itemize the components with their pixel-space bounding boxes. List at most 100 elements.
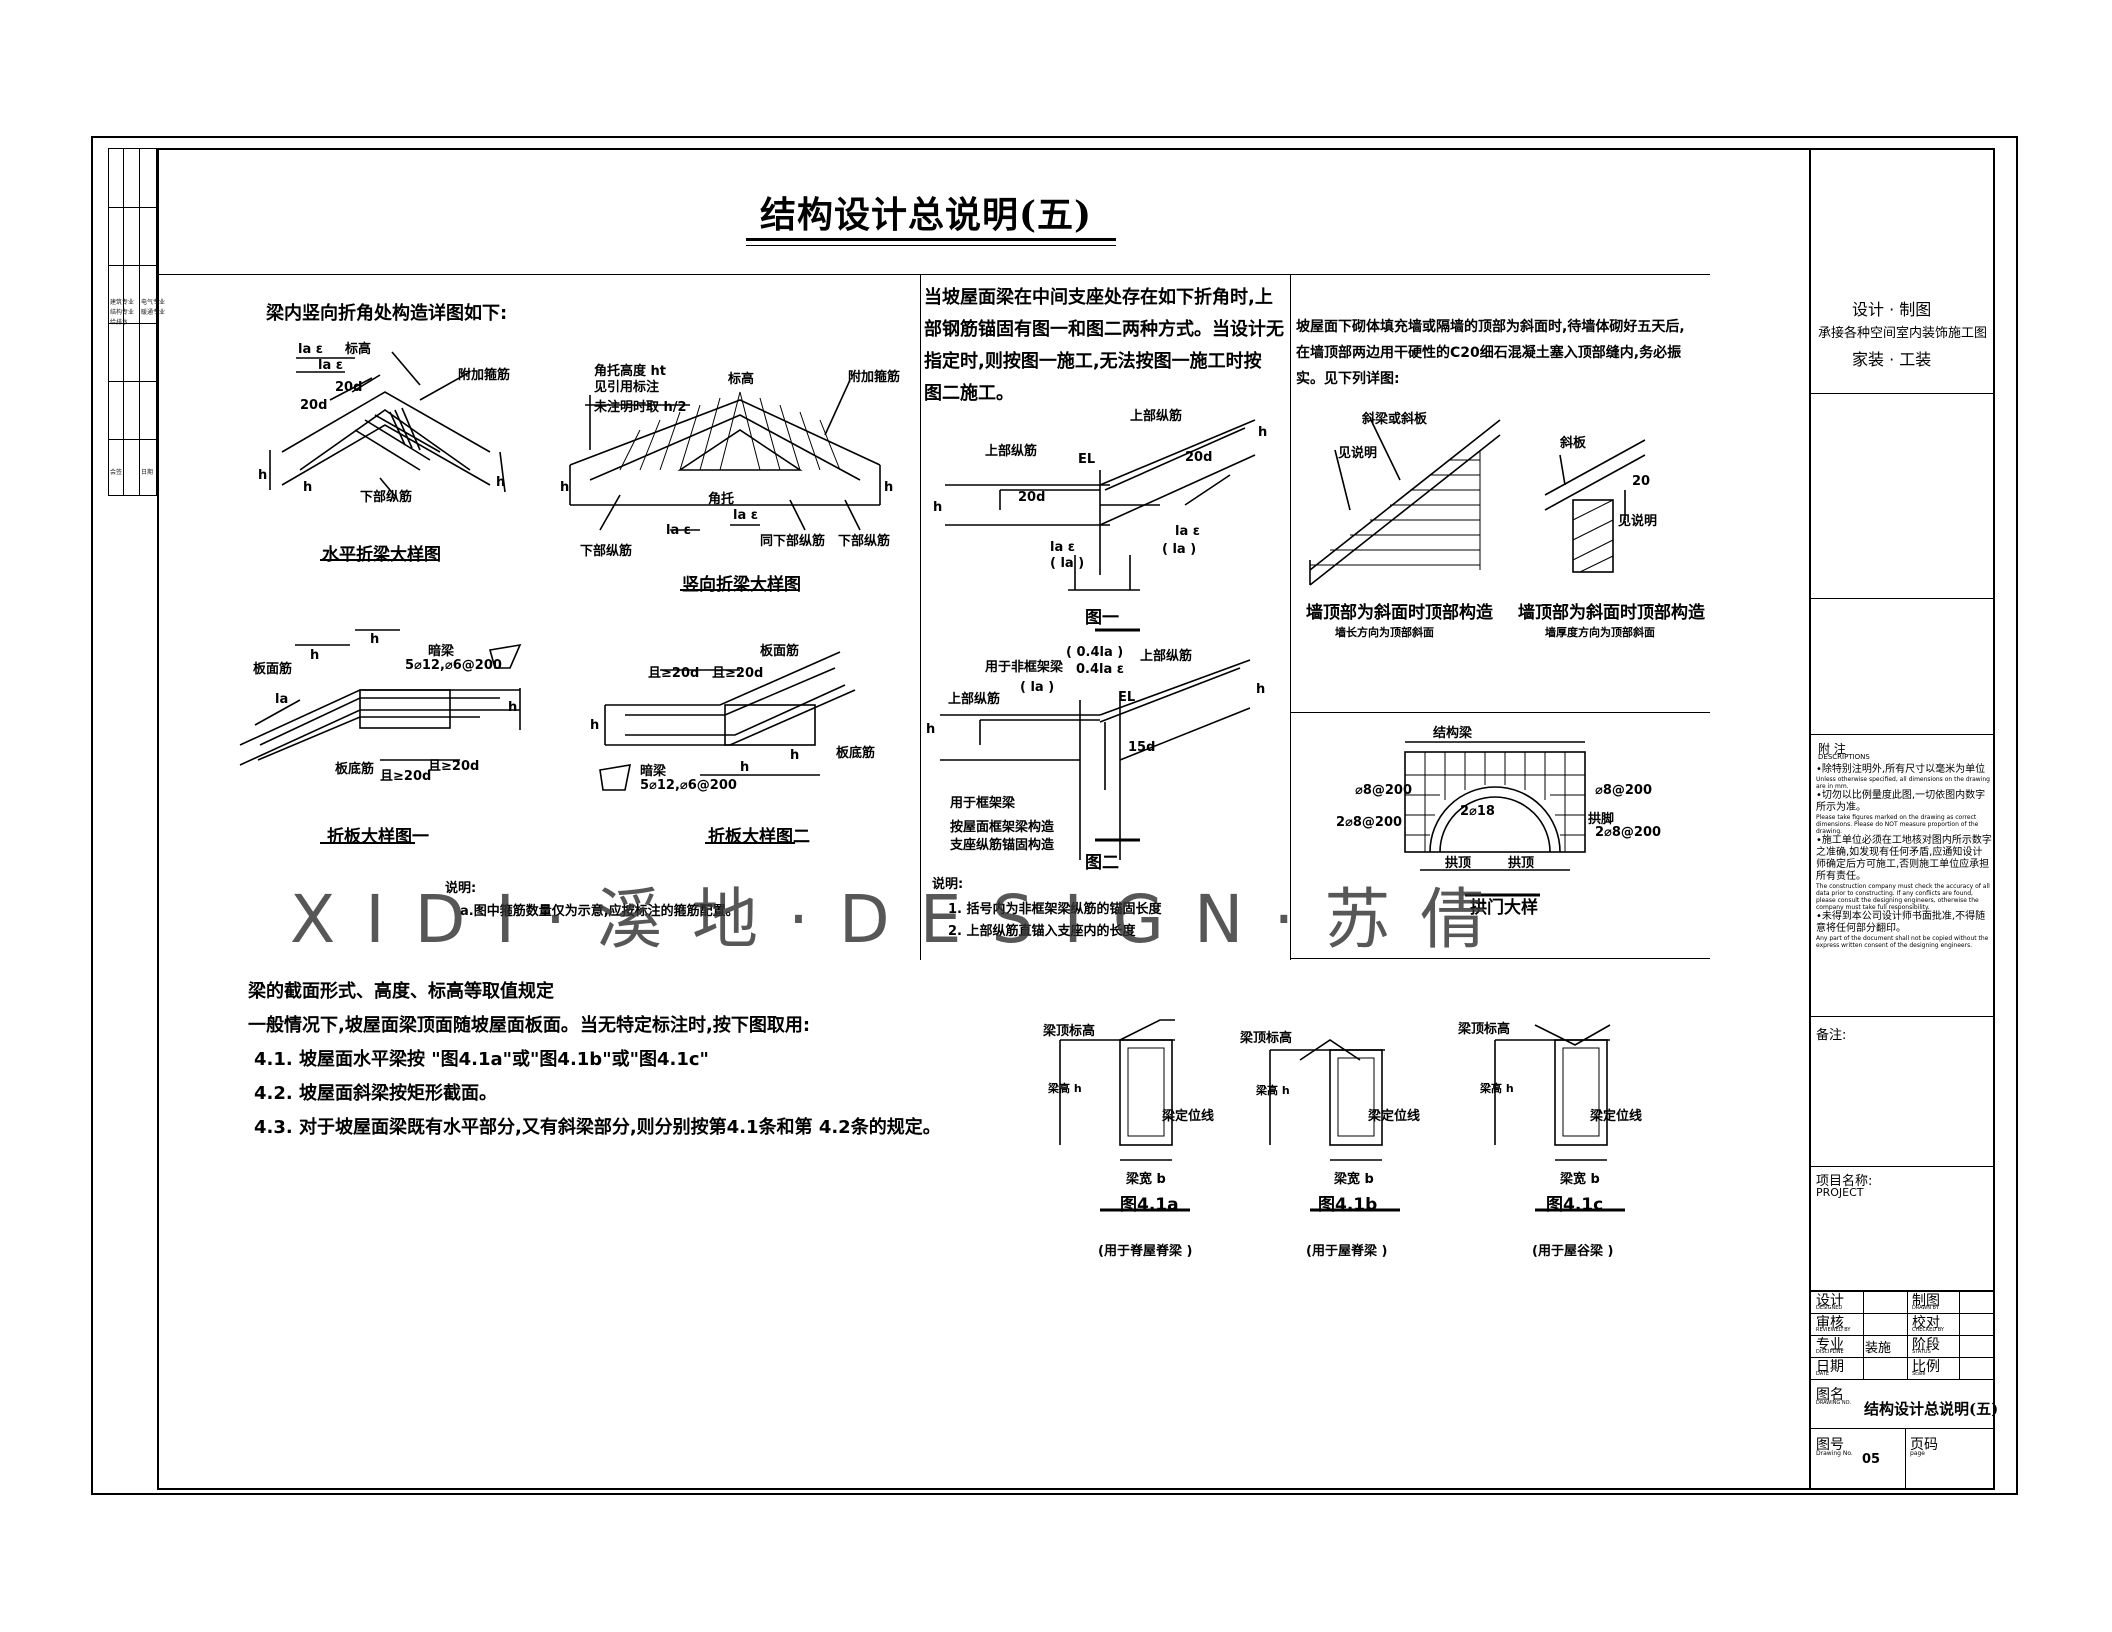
company-line: 家装 · 工装 [1852, 350, 1932, 369]
fig-label: 上部纵筋 [948, 692, 1001, 707]
fig-label: 上部纵筋 [1130, 409, 1183, 424]
section-width-label: 梁宽 b [1334, 1172, 1374, 1187]
panel2-line: 当坡屋面梁在中间支座处存在如下折角时,上 [924, 287, 1273, 308]
row-label-status: 阶段 [1912, 1337, 1940, 1353]
fig-label: ⌀8@200 [1595, 783, 1653, 798]
fig-label: ⌀8@200 [1355, 783, 1413, 798]
fig-label: 见说明 [1338, 446, 1378, 461]
panel3-line: 坡屋面下砌体填充墙或隔墙的顶部为斜面时,待墙体砌好五天后, [1296, 319, 1685, 335]
project-label-en: PROJECT [1816, 1186, 1864, 1199]
fig-label: la ε [733, 508, 758, 523]
fig-label: 板面筋 [253, 662, 293, 677]
drawing-no-label: 图号 [1816, 1437, 1844, 1453]
title-block-border [1809, 148, 1811, 1490]
fig-label: 同下部纵筋 [760, 534, 826, 549]
panel2-line: 部钢筋锚固有图一和图二两种方式。当设计无 [924, 319, 1284, 340]
row-label-en: DISCIPLINE [1816, 1349, 1844, 1355]
fig-label: 未注明时取 h/2 [594, 400, 687, 415]
section-width-label: 梁宽 b [1126, 1172, 1166, 1187]
row-label-en: Scale [1912, 1371, 1926, 1377]
fig-label: h [1258, 425, 1268, 440]
row-label-en: CHECKED BY [1912, 1327, 1944, 1333]
fig-label: 且≥20d [712, 666, 764, 681]
fig-label: 拱脚 [1588, 812, 1615, 827]
row-label-check: 校对 [1912, 1315, 1940, 1331]
panel3-line: 实。见下列详图: [1296, 371, 1400, 387]
section-top-label: 梁顶标高 [1240, 1031, 1293, 1046]
fig-label: EL [1118, 690, 1136, 705]
panel4-line: 4.2. 坡屋面斜梁按矩形截面。 [254, 1083, 497, 1104]
fig-label: 见引用标注 [594, 380, 660, 395]
drawing-no-label-en: Drawing No. [1816, 1450, 1853, 1457]
fig-label: h [560, 480, 570, 495]
fig-label: 上部纵筋 [1140, 649, 1193, 664]
fig-label: h [496, 475, 506, 490]
fig-label: 用于非框架梁 [985, 660, 1064, 675]
note-item-en: Any part of the document shall not be co… [1816, 935, 1989, 949]
fig-label: 0.4la ε [1076, 662, 1125, 677]
note-item: •未得到本公司设计师书面批准,不得随意将任何部分翻印。 [1816, 911, 1986, 934]
panel2-note: 2. 上部纵筋直锚入支座内的长度 [948, 924, 1136, 939]
fig-label: 标高 [728, 372, 755, 387]
fig-label: 且≥20d [428, 759, 480, 774]
fig-label: 斜板 [1560, 436, 1587, 451]
note-item: •施工单位必须在工地核对图内所示数字之准确,如发现有任何矛盾,应通知设计师确定后… [1816, 835, 1992, 882]
section-caption: 图4.1c [1546, 1195, 1604, 1215]
row-label-review: 审核 [1816, 1315, 1844, 1331]
notes-list: •除特别注明外,所有尺寸以毫米为单位 Unless otherwise spec… [1816, 764, 1992, 949]
note-item: •除特别注明外,所有尺寸以毫米为单位 [1816, 764, 1986, 775]
fig-label: h [926, 722, 936, 737]
row-label-discipline: 专业 [1816, 1337, 1844, 1353]
section-side-label: 梁高 h [1480, 1082, 1514, 1095]
fig-label: 2⌀8@200 [1336, 815, 1403, 830]
strip-label: 给排水 [110, 319, 129, 326]
panel-divider-1 [920, 274, 921, 960]
fig-label: h [303, 480, 313, 495]
panel2-note-title: 说明: [932, 877, 964, 892]
note-item-en: Please take figures marked on the drawin… [1816, 814, 1979, 835]
fig-caption: 墙顶部为斜面时顶部构造 [1518, 603, 1705, 623]
row-label-date: 日期 [1816, 1359, 1844, 1375]
section-sub: (用于脊屋脊梁 ) [1098, 1244, 1193, 1259]
note-item: •切勿以比例量度此图,一切依图内数字所示为准。 [1816, 790, 1986, 813]
fig-label: la ε [666, 523, 691, 538]
row-label-en: DESIGNED [1816, 1305, 1843, 1311]
fig-caption: 水平折梁大样图 [322, 545, 441, 565]
fig-label: 下部纵筋 [360, 490, 413, 505]
section-caption: 图4.1a [1120, 1195, 1179, 1215]
title-underline [746, 238, 1116, 241]
section-sub: (用于屋谷梁 ) [1532, 1244, 1614, 1259]
left-binding-strip: 建筑专业 结构专业 给排水 电气专业 暖通专业 会签 日期 [108, 148, 165, 496]
drawing-name-label: 图名 [1816, 1387, 1844, 1403]
panel2-note: 1. 括号内为非框架梁纵筋的锚固长度 [948, 902, 1162, 917]
section-pos-label: 梁定位线 [1368, 1109, 1421, 1124]
fig-label: ( la ) [1050, 556, 1085, 571]
fig-label: 角托 [708, 492, 735, 507]
section-side-label: 梁高 h [1048, 1082, 1082, 1095]
notes-title: 附 注 [1818, 742, 1846, 756]
panel2-bottom [1290, 958, 1710, 959]
page-label-en: page [1910, 1450, 1925, 1457]
fig-label: h [508, 700, 518, 715]
fig-label: la ε [318, 358, 343, 373]
panel2-line: 图二施工。 [924, 383, 1014, 404]
section-4-1a [1059, 1019, 1190, 1212]
row-label-scale: 比例 [1912, 1359, 1940, 1375]
fig-caption: 竖向折梁大样图 [682, 575, 801, 595]
fig-label: 暗梁 [640, 764, 667, 779]
fig-label: 20d [1018, 490, 1046, 505]
section-pos-label: 梁定位线 [1162, 1109, 1215, 1124]
drawing-outer-frame [91, 136, 2018, 1495]
section-4-1c [1494, 1024, 1625, 1212]
section-width-label: 梁宽 b [1560, 1172, 1600, 1187]
fig-label: 板面筋 [760, 644, 800, 659]
strip-label: 日期 [141, 469, 154, 476]
fig-label: 支座纵筋锚固构造 [950, 838, 1055, 853]
fig-label: 且≥20d [648, 666, 700, 681]
fig-label: EL [1078, 452, 1096, 467]
fig-label: 拱顶 [1508, 856, 1535, 871]
fig-label: h [258, 468, 268, 483]
fig-label: h [590, 718, 600, 733]
drawing-inner-frame [157, 148, 1995, 1490]
